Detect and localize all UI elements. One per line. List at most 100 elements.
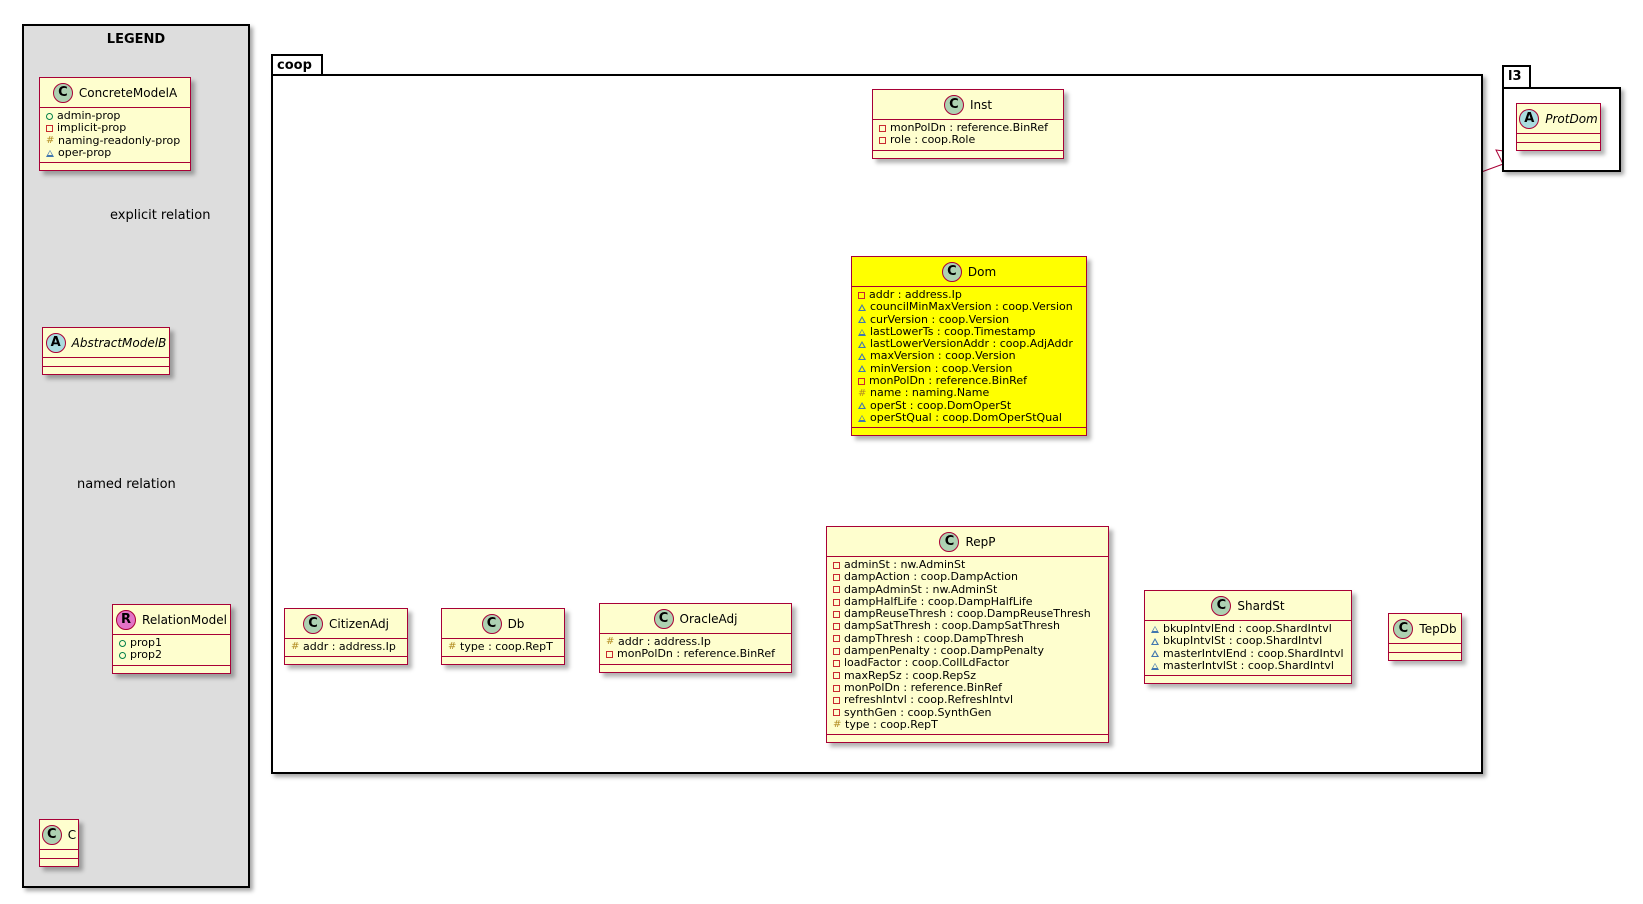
class-attribute: refreshIntvl : coop.RefreshIntvl <box>833 693 1102 707</box>
class-attribute: role : coop.Role <box>879 133 1057 147</box>
class-operations <box>873 149 1063 158</box>
legend-title: LEGEND <box>106 32 166 47</box>
attribute-text: dampThresh : coop.DampThresh <box>844 631 1024 645</box>
class-attribute: addr : address.Ip <box>858 288 1080 301</box>
class-name: ConcreteModelA <box>78 85 178 100</box>
class-name: ShardSt <box>1237 598 1285 613</box>
class-attributes <box>43 358 169 366</box>
visibility-package-icon <box>1151 625 1159 633</box>
visibility-private-icon <box>833 660 840 668</box>
class-attribute: operSt : coop.DomOperSt <box>858 399 1080 412</box>
stereotype-c-icon: C <box>941 261 962 282</box>
class-operations <box>43 366 169 374</box>
attribute-text: type : coop.RepT <box>845 717 938 731</box>
class-attribute: dampReuseThresh : coop.DampReuseThresh <box>833 607 1102 621</box>
class-attribute: prop1 <box>119 636 224 649</box>
attribute-text: type : coop.RepT <box>460 640 553 653</box>
class-header: C ShardSt <box>1145 591 1351 621</box>
attribute-text: implicit-prop <box>57 121 127 135</box>
visibility-package-icon <box>858 340 866 348</box>
class-attribute: #addr : address.Ip <box>606 635 785 648</box>
stereotype-c-icon: C <box>943 94 964 115</box>
class-name: C <box>67 827 77 842</box>
stereotype-c-icon: C <box>481 613 502 634</box>
class-operations <box>1389 652 1461 660</box>
class-attribute: minVersion : coop.Version <box>858 362 1080 375</box>
class-attribute: masterIntvlSt : coop.ShardIntvl <box>1151 659 1345 672</box>
class-operations <box>827 734 1108 742</box>
class-operations <box>1517 142 1600 150</box>
class-attribute: #naming-readonly-prop <box>46 134 184 147</box>
class-attribute: dampAdminSt : nw.AdminSt <box>833 583 1102 596</box>
attribute-text: addr : address.Ip <box>618 635 711 648</box>
class-name: Dom <box>967 264 997 279</box>
visibility-public-icon <box>119 639 126 647</box>
class-header: C Dom <box>852 257 1086 287</box>
visibility-protected-icon: # <box>46 134 55 146</box>
visibility-package-icon <box>858 414 866 422</box>
stereotype-c-icon: C <box>303 613 323 634</box>
package-name-l3: l3 <box>1508 69 1522 84</box>
class-name: RelationModel <box>142 612 227 627</box>
class-attribute: prop2 <box>119 648 224 661</box>
attribute-text: maxVersion : coop.Version <box>870 349 1016 363</box>
class-attribute: #name : naming.Name <box>858 386 1080 400</box>
class-operations <box>442 656 564 664</box>
class-name: AbstractModelB <box>71 335 167 350</box>
visibility-public-icon <box>46 112 53 120</box>
class-operations <box>40 162 190 170</box>
class-attributes <box>40 850 78 858</box>
package-tab-l3: l3 <box>1502 65 1531 87</box>
class-attributes <box>1517 134 1600 142</box>
visibility-private-icon <box>833 647 840 655</box>
attribute-text: bkupIntvlEnd : coop.ShardIntvl <box>1163 622 1332 635</box>
class-attribute: adminSt : nw.AdminSt <box>833 558 1102 571</box>
class-AbstractModelB[interactable]: A AbstractModelB <box>42 327 170 375</box>
attribute-text: monPolDn : reference.BinRef <box>844 680 1002 694</box>
package-name-coop: coop <box>277 58 312 73</box>
class-attribute: admin-prop <box>46 109 184 122</box>
class-operations <box>1145 675 1351 683</box>
visibility-package-icon <box>858 402 866 410</box>
class-attribute: curVersion : coop.Version <box>858 313 1080 326</box>
attribute-text: addr : address.Ip <box>303 640 396 653</box>
stereotype-c-icon: C <box>1211 595 1232 616</box>
class-attribute: loadFactor : coop.CollLdFactor <box>833 657 1102 669</box>
visibility-package-icon <box>858 365 866 373</box>
attribute-text: refreshIntvl : coop.RefreshIntvl <box>844 693 1014 707</box>
visibility-package-icon <box>858 316 866 324</box>
visibility-private-icon <box>858 291 865 299</box>
stereotype-a-icon: A <box>45 332 66 353</box>
visibility-protected-icon: # <box>833 719 842 730</box>
visibility-private-icon <box>46 124 53 132</box>
attribute-text: addr : address.Ip <box>869 288 962 301</box>
attribute-text: dampReuseThresh : coop.DampReuseThresh <box>844 607 1091 621</box>
attribute-text: role : coop.Role <box>890 133 976 147</box>
attribute-text: oper-prop <box>58 145 112 159</box>
visibility-private-icon <box>858 377 865 385</box>
visibility-protected-icon: # <box>606 636 615 648</box>
attribute-text: name : naming.Name <box>870 386 990 400</box>
class-attribute: dampAction : coop.DampAction <box>833 570 1102 583</box>
class-attribute: operStQual : coop.DomOperStQual <box>858 411 1080 424</box>
class-attribute: bkupIntvlSt : coop.ShardIntvl <box>1151 634 1345 647</box>
stereotype-c-icon: C <box>52 82 73 103</box>
